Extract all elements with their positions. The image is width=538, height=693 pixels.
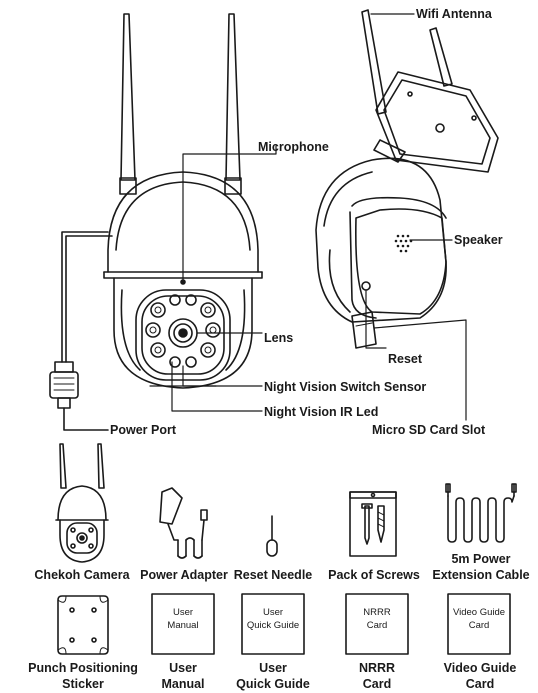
side-camera-illustration — [315, 9, 499, 349]
speaker-label: Speaker — [454, 233, 503, 247]
caption-chekoh-camera: Chekoh Camera — [34, 568, 130, 582]
user-manual-card — [151, 593, 215, 655]
reset-label: Reset — [388, 352, 423, 366]
nrrr-card — [345, 593, 409, 655]
front-camera-illustration — [49, 13, 263, 431]
caption-reset-needle: Reset Needle — [233, 568, 313, 582]
quick-guide-card — [241, 593, 305, 655]
extension-cable-icon — [445, 483, 517, 543]
power-adapter-icon — [159, 487, 208, 559]
lens-label: Lens — [264, 331, 294, 345]
power-port-label: Power Port — [110, 423, 176, 437]
wifi-antenna-label: Wifi Antenna — [416, 7, 492, 21]
small-camera-icon — [55, 443, 109, 563]
video-guide-card — [447, 593, 511, 655]
screws-pack-icon — [349, 491, 397, 557]
reset-needle-icon — [266, 515, 278, 557]
micro-sd-card-slot-label: Micro SD Card Slot — [372, 423, 486, 437]
caption-power-adapter: Power Adapter — [140, 568, 228, 582]
caption-pack-of-screws: Pack of Screws — [328, 568, 420, 582]
night-vision-ir-led-label: Night Vision IR Led — [264, 405, 379, 419]
microphone-label: Microphone — [258, 140, 329, 154]
punch-sticker-icon — [57, 595, 109, 655]
night-vision-switch-sensor-label: Night Vision Switch Sensor — [264, 380, 427, 394]
